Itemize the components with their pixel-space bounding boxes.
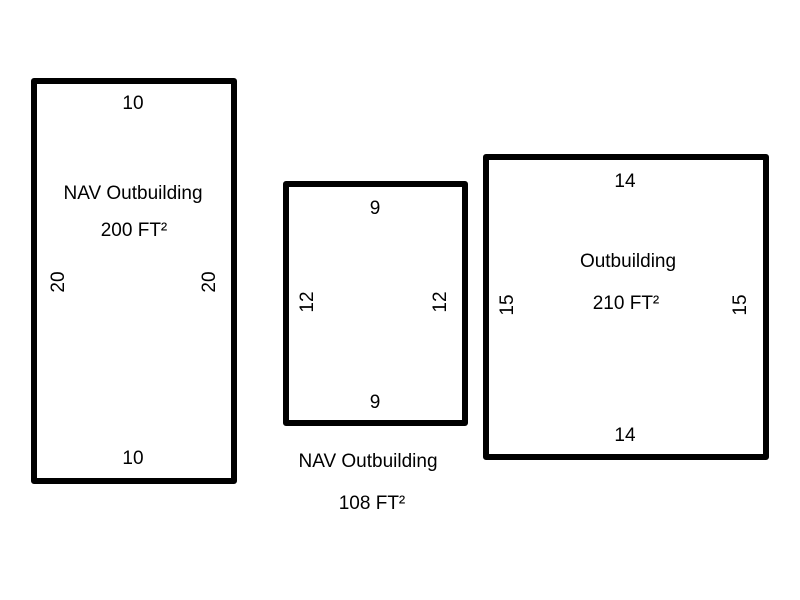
- structure-label: NAV Outbuilding: [298, 451, 437, 472]
- structure-label: NAV Outbuilding: [63, 183, 202, 204]
- dim-left: 12: [297, 291, 318, 312]
- dim-top: 14: [614, 171, 636, 192]
- area-label: 200 FT²: [101, 220, 168, 241]
- outline: [483, 154, 769, 460]
- outline: [31, 78, 237, 484]
- dim-bottom: 10: [122, 448, 143, 469]
- dim-bottom: 9: [370, 392, 381, 413]
- dim-right: 12: [430, 291, 451, 312]
- dim-right: 15: [730, 294, 751, 315]
- area-label: 210 FT²: [593, 293, 660, 314]
- dim-bottom: 14: [614, 425, 636, 446]
- dim-top: 9: [370, 198, 381, 219]
- dim-left: 15: [497, 294, 518, 315]
- outline: [283, 181, 468, 426]
- area-label: 108 FT²: [339, 493, 406, 514]
- structure-label: Outbuilding: [580, 251, 676, 272]
- dim-left: 20: [48, 271, 69, 292]
- structure-outbuilding-210: 14 14 15 15 Outbuilding 210 FT²: [483, 154, 769, 460]
- structure-nav-outbuilding-200: 10 10 20 20 NAV Outbuilding 200 FT²: [31, 78, 237, 484]
- dim-top: 10: [122, 93, 143, 114]
- structure-nav-outbuilding-108: 9 9 12 12 NAV Outbuilding 108 FT²: [283, 181, 468, 514]
- dim-right: 20: [199, 271, 220, 292]
